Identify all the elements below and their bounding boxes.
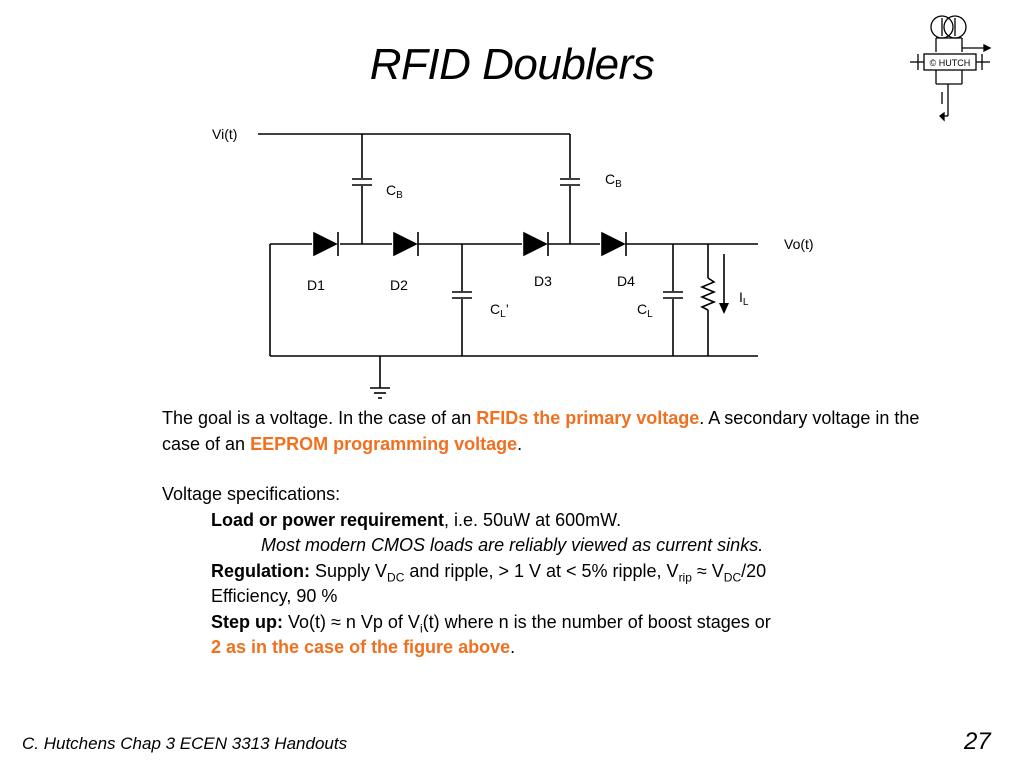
spec-load: Load or power requirement, i.e. 50uW at …	[211, 509, 622, 530]
slide-title: RFID Doublers	[369, 40, 655, 89]
diode-d3	[523, 231, 548, 257]
rfid-doubler-circuit: Vi(t) Vo(t) CB CB D1 D2 D3 D4 CL’ CL IL	[212, 126, 814, 399]
label-d1: D1	[307, 277, 325, 293]
diode-d4	[601, 231, 626, 257]
label-vi: Vi(t)	[212, 126, 237, 142]
label-cl: CL	[637, 301, 653, 320]
label-cb-left: CB	[386, 182, 403, 201]
label-d2: D2	[390, 277, 408, 293]
spec-note: Most modern CMOS loads are reliably view…	[261, 535, 764, 555]
footer-text: C. Hutchens Chap 3 ECEN 3313 Handouts	[22, 734, 348, 753]
label-vo: Vo(t)	[784, 236, 814, 252]
spec-regulation: Regulation: Supply VDC and ripple, > 1 V…	[211, 560, 767, 585]
label-d3: D3	[534, 273, 552, 289]
spec-efficiency: Efficiency, 90 %	[211, 586, 338, 606]
label-cb-right: CB	[605, 171, 622, 190]
label-cl-prime: CL’	[490, 301, 509, 320]
slide-body: The goal is a voltage. In the case of an…	[162, 406, 922, 661]
goal-paragraph: The goal is a voltage. In the case of an…	[162, 408, 920, 454]
highlight-stages: 2 as in the case of the figure above	[211, 637, 511, 657]
diode-d2	[393, 231, 418, 257]
hutch-logo: © HUTCH	[910, 15, 992, 122]
label-d4: D4	[617, 273, 635, 289]
logo-text: © HUTCH	[930, 58, 971, 68]
spec-stepup: Step up: Vo(t) ≈ n Vp of Vi(t) where n i…	[211, 611, 771, 658]
label-il: IL	[739, 289, 749, 308]
page-number: 27	[964, 728, 991, 755]
highlight-rfid: RFIDs the primary voltage	[476, 408, 700, 428]
diode-d1	[313, 231, 338, 257]
highlight-eeprom: EEPROM programming voltage	[250, 433, 518, 454]
specs-heading: Voltage specifications:	[162, 484, 341, 504]
